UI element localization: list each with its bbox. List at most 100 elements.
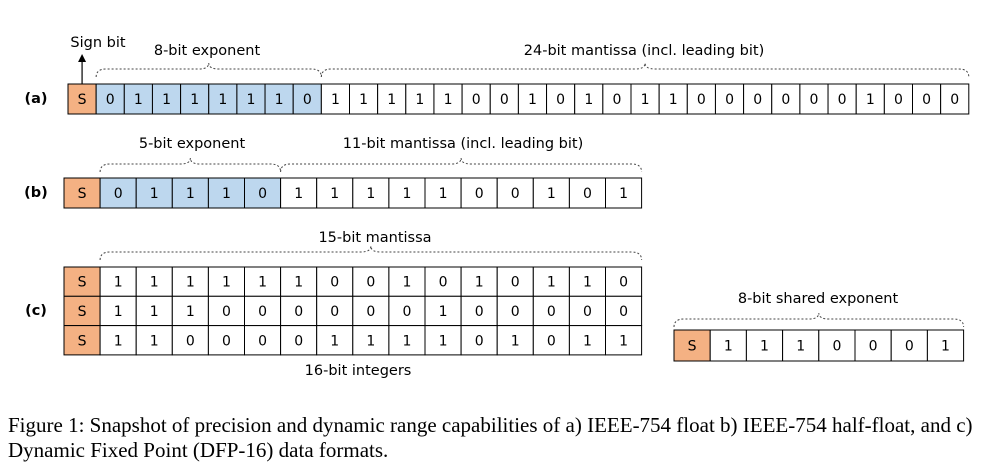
shared-exponent-cell — [673, 329, 711, 362]
row-a-bit: 1 — [218, 92, 227, 108]
row-b-cell — [135, 177, 173, 209]
row-a-bit: 1 — [190, 92, 199, 108]
row-c-3-bit: 0 — [222, 333, 231, 349]
row-b-cell — [99, 177, 137, 209]
shared-exponent-bit: 0 — [832, 339, 841, 355]
shared-exponent-brace — [673, 312, 965, 328]
row-a-bit: S — [78, 92, 87, 108]
row-a-bit: 0 — [612, 92, 621, 108]
row-c-3-cell — [605, 325, 643, 356]
row-c-3-bit: 1 — [583, 333, 592, 349]
row-b-bit: 1 — [186, 186, 195, 202]
row-a-cell — [377, 83, 407, 115]
row-c-2-cell — [207, 295, 245, 327]
row-c-2-bit: 0 — [366, 304, 375, 320]
row-b-cell — [207, 177, 245, 209]
row-c-label: (c) — [25, 303, 47, 319]
row-c-2-cell — [352, 295, 390, 327]
row-c-2-bit: 1 — [114, 304, 123, 320]
row-c-1-bit: 1 — [402, 275, 411, 291]
row-a-bit: 0 — [753, 92, 762, 108]
row-c-3-bit: 0 — [475, 333, 484, 349]
row-b-label: (b) — [24, 185, 48, 201]
row-c-1-bit: 0 — [511, 275, 520, 291]
shared-exponent-cell — [782, 329, 820, 362]
row-c-1-bit: 0 — [439, 275, 448, 291]
row-c-3-cell — [568, 325, 607, 356]
row-c-3-bit: 0 — [294, 333, 303, 349]
row-a-bit: 0 — [922, 92, 931, 108]
row-b-bit: 1 — [150, 186, 159, 202]
row-a-cell — [743, 83, 773, 115]
exponent-b-brace — [99, 157, 282, 173]
row-c-3-cell — [316, 325, 354, 356]
row-c-3-bit: 1 — [366, 333, 375, 349]
row-b-bit: 1 — [547, 186, 556, 202]
row-c-1-cell — [135, 266, 173, 297]
row-c-2-cell — [280, 295, 318, 327]
row-b-cell — [244, 177, 282, 209]
shared-exponent-bit: 0 — [905, 339, 914, 355]
row-a-cell — [264, 83, 294, 115]
row-c-2-cell — [424, 295, 462, 327]
row-a-cell — [180, 83, 210, 115]
row-c-2-cell — [171, 295, 209, 327]
row-c-3-bit: 1 — [511, 333, 520, 349]
row-c-1-cell — [280, 266, 318, 297]
row-c-1-cell — [568, 266, 607, 297]
shared-exponent-cell — [818, 329, 856, 362]
row-c-2-cell — [605, 295, 643, 327]
row-c-2-cell — [135, 295, 173, 327]
row-a-label: (a) — [24, 91, 47, 107]
row-c-2-cell — [99, 295, 137, 327]
row-c-3-cell — [496, 325, 534, 356]
row-a-cell — [517, 83, 548, 115]
shared-exponent-cell — [926, 329, 965, 362]
row-c-2-bit: 0 — [330, 304, 339, 320]
row-b-bit: 1 — [294, 186, 303, 202]
mantissa-a-brace — [320, 62, 970, 78]
row-c-2-bit: 0 — [402, 304, 411, 320]
row-b-bit: 1 — [222, 186, 231, 202]
row-c-3-bit: S — [78, 333, 87, 349]
row-a-bit: 1 — [444, 92, 453, 108]
row-c-1-bit: 0 — [366, 275, 375, 291]
row-a-cell — [208, 83, 238, 115]
row-b-bit: 0 — [114, 186, 123, 202]
row-a-bit: 1 — [584, 92, 593, 108]
row-a-bit: 1 — [247, 92, 256, 108]
row-a-cell — [827, 83, 857, 115]
row-a-bit: 0 — [950, 92, 959, 108]
row-a-bit: 1 — [528, 92, 537, 108]
row-a-bit: 0 — [781, 92, 790, 108]
row-b-cell — [605, 177, 643, 209]
mantissa-b-brace — [280, 157, 643, 173]
row-c-1-bit: 0 — [619, 275, 628, 291]
row-c-2-bit: 0 — [294, 304, 303, 320]
row-c-1-cell — [316, 266, 354, 297]
exponent-b-label: 5-bit exponent — [139, 136, 246, 152]
row-a-cell — [630, 83, 660, 115]
row-c-1-bit: 1 — [258, 275, 267, 291]
row-c-2-bit: 0 — [258, 304, 267, 320]
row-a-cell — [320, 83, 351, 115]
row-c-1-bit: 1 — [186, 275, 195, 291]
row-a-bit: 0 — [303, 92, 312, 108]
row-c-3-cell — [388, 325, 426, 356]
row-c-3-bit: 1 — [619, 333, 628, 349]
row-c-2-bit: 0 — [547, 304, 556, 320]
integers-label: 16-bit integers — [305, 363, 412, 379]
row-c-3-bit: 1 — [439, 333, 448, 349]
row-a-cell — [433, 83, 463, 115]
row-a-cell — [405, 83, 435, 115]
row-c-2-bit: 1 — [150, 304, 159, 320]
mantissa-c-brace — [99, 245, 643, 261]
row-a-bit: 0 — [106, 92, 115, 108]
row-c-1-bit: 1 — [222, 275, 231, 291]
mantissa-b-label: 11-bit mantissa (incl. leading bit) — [343, 136, 583, 152]
row-c-3-cell — [99, 325, 137, 356]
row-b-bit: 1 — [366, 186, 375, 202]
row-c-1-bit: 1 — [475, 275, 484, 291]
row-c-3-cell — [532, 325, 570, 356]
row-b-bit: 1 — [402, 186, 411, 202]
